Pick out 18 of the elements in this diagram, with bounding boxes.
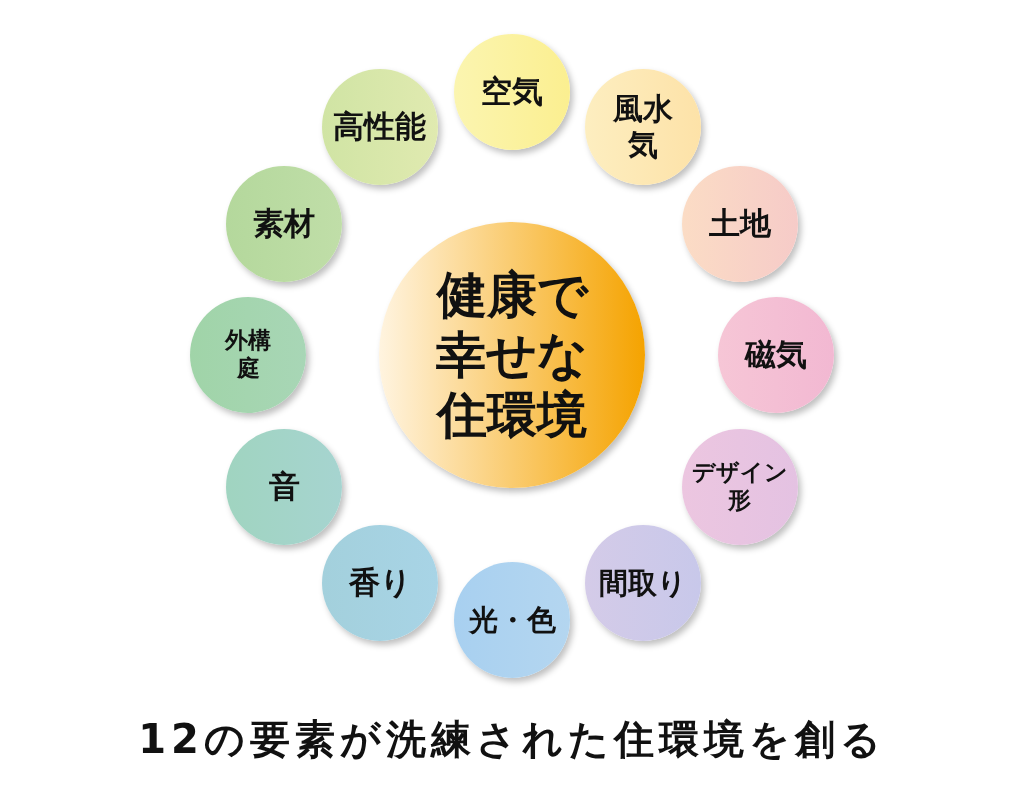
circle-label: 風水気: [612, 91, 674, 163]
circle-label: デザイン形: [691, 459, 789, 515]
element-circle: [682, 166, 798, 282]
circle-label: 土地: [708, 205, 772, 243]
circle-label: 外構庭: [223, 327, 272, 383]
circle-label: 空気: [480, 73, 544, 111]
circle-label: 高性能: [332, 108, 428, 146]
circle-label: 健康で幸せな住環境: [434, 265, 590, 445]
circle-label: 光・色: [467, 602, 557, 638]
circle-label: 香り: [347, 564, 413, 602]
element-circle: [682, 429, 798, 545]
element-circle: [322, 69, 438, 185]
circle-label: 間取り: [598, 565, 688, 601]
circle-label: 素材: [252, 205, 316, 243]
element-circle: [322, 525, 438, 641]
caption: 12の要素が洗練された住環境を創る: [137, 715, 887, 764]
circle-label: 磁気: [743, 336, 808, 374]
circle-label: 音: [267, 468, 301, 506]
